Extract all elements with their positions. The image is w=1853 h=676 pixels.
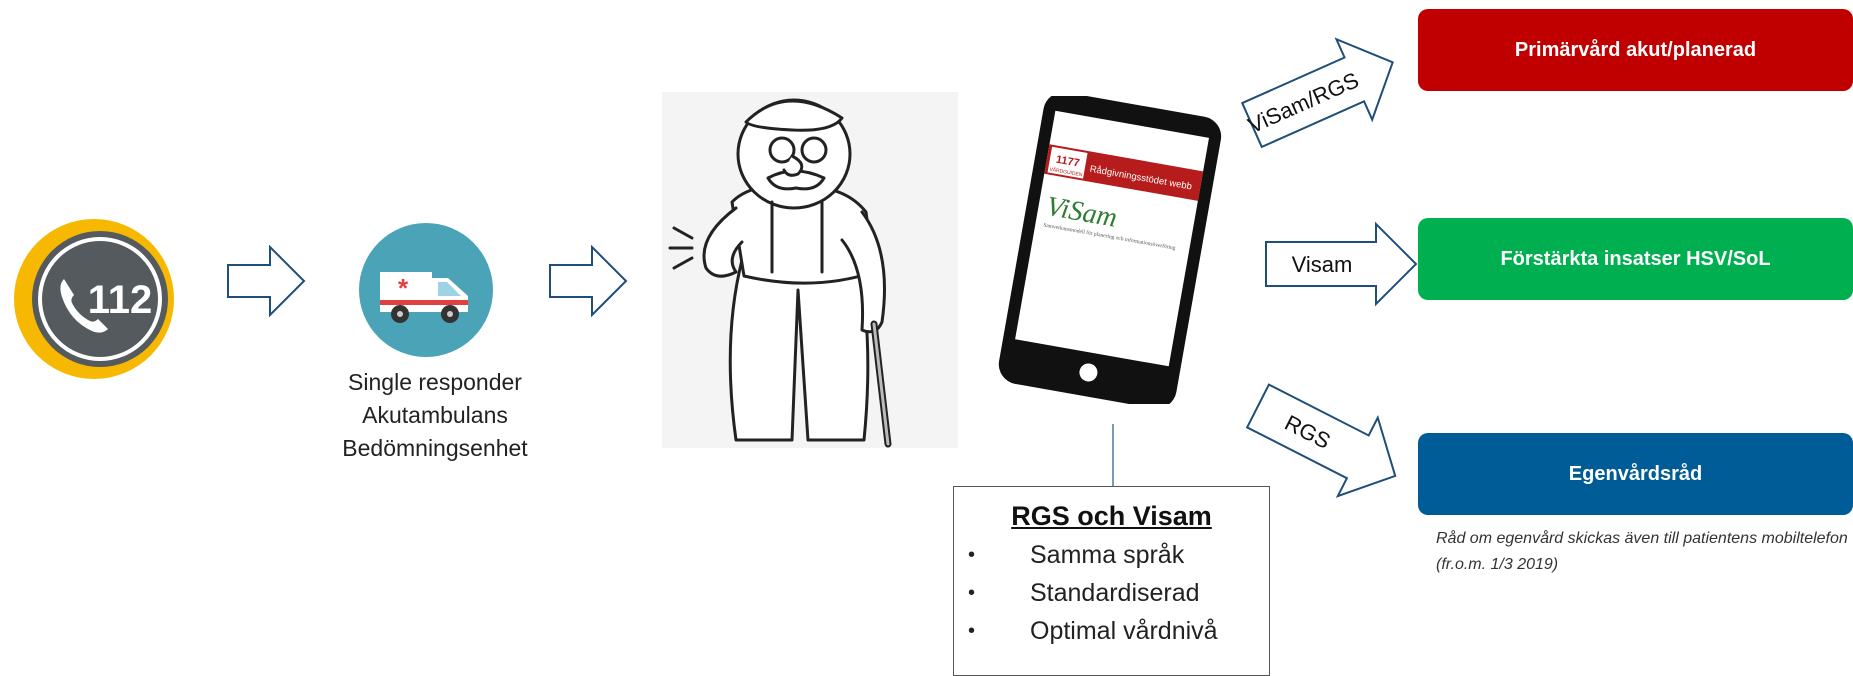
outcome-label: Egenvårdsråd [1568,462,1703,485]
info-bullet: •Optimal vårdnivå [968,617,1218,645]
ambulance-icon: * [358,222,494,358]
rgs-visam-info-box: RGS och Visam •Samma språk •Standardiser… [953,486,1270,676]
tablet-badge: 1177 [1055,154,1081,170]
responder-caption: Single responder Akutambulans Bedömnings… [300,366,570,465]
arrow-label-middle: Visam [1292,252,1353,277]
flow-arrow-2 [549,245,628,317]
responder-line-1: Single responder [348,369,522,395]
routing-arrows: ViSam/RGS Visam RGS [1240,37,1418,498]
outcome-forstarkta-insatser: Förstärkta insatser HSV/SoL [1418,218,1853,300]
responder-line-3: Bedömningsenhet [342,435,528,461]
outcome-label: Primärvård akut/planerad [1514,38,1757,61]
info-box-title: RGS och Visam [1011,501,1212,531]
connector-line [1112,424,1114,486]
call-number: 112 [88,278,153,322]
info-bullet: •Standardiserad [968,579,1200,607]
flow-arrow-1 [227,245,306,317]
arrow-visam: Visam [1265,221,1418,307]
tablet-device: 1177 VÅRDGUIDEN Rådgivningsstödet webb V… [998,96,1222,404]
info-box-list: •Samma språk •Standardiserad •Optimal vå… [954,536,1269,650]
self-care-note: Råd om egenvård skickas även till patien… [1436,530,1848,573]
phone-icon [60,279,108,333]
outcome-egenvardsrad: Egenvårdsråd [1418,433,1853,515]
outcome-primarvard: Primärvård akut/planerad [1418,9,1853,91]
elderly-patient-illustration [662,92,958,448]
info-bullet: •Samma språk [968,541,1185,569]
outcome-label: Förstärkta insatser HSV/SoL [1500,247,1771,270]
responder-line-2: Akutambulans [362,402,508,428]
emergency-call-icon: 112 [12,217,176,381]
arrow-rgs: RGS [1245,383,1397,498]
arrow-visam-rgs: ViSam/RGS [1240,37,1394,149]
svg-text:*: * [398,273,409,303]
